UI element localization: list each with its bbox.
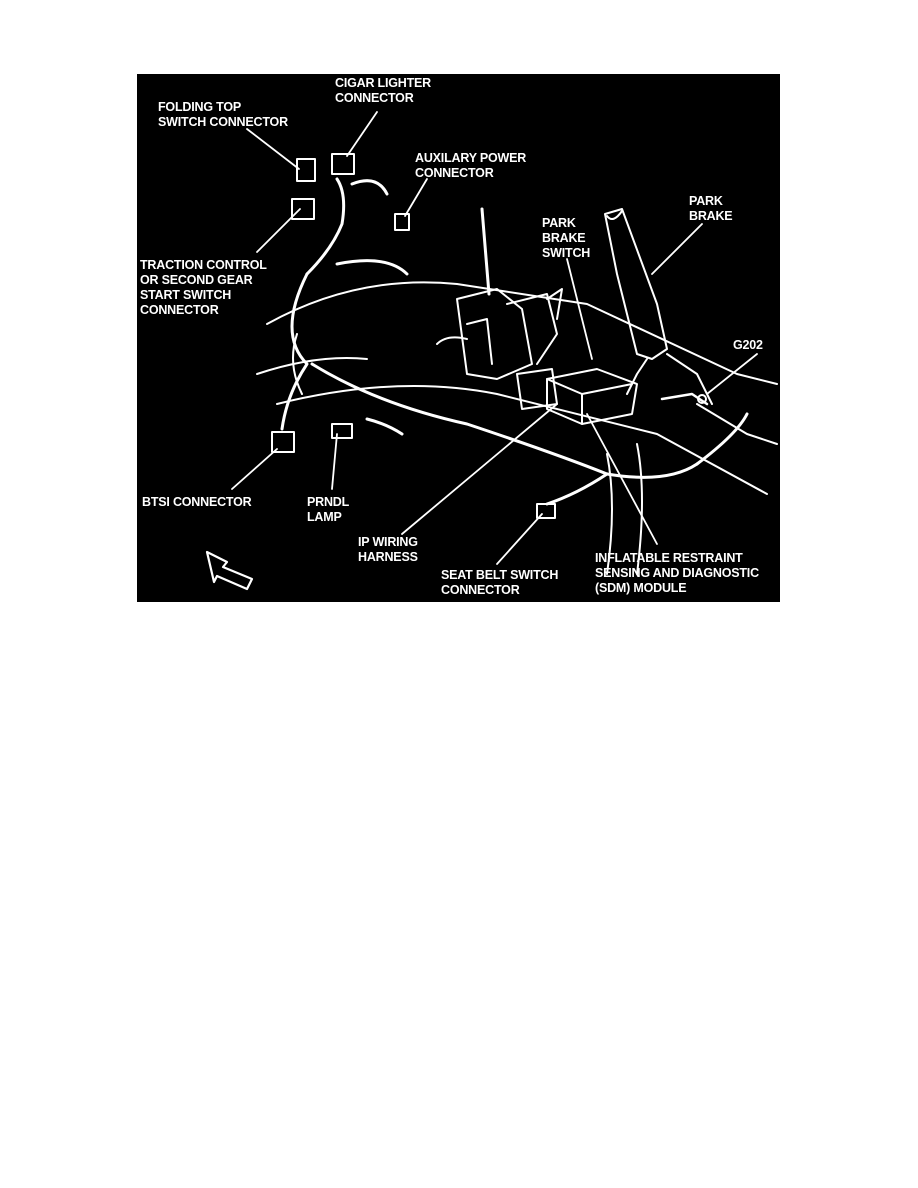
btsi-connector-shape [271,431,295,453]
floor-outline [256,281,778,575]
label-sdm: INFLATABLE RESTRAINT SENSING AND DIAGNOS… [595,551,759,595]
g202-ground-shape [697,394,707,404]
label-park-brake: PARK BRAKE [689,194,733,223]
cigar-lighter-connector-shape [331,153,355,175]
connector-shapes [271,153,707,519]
shifter-assembly [436,207,563,380]
prndl-lamp-shape [331,423,353,439]
leader-lines [231,111,758,565]
label-park-brake-switch: PARK BRAKE SWITCH [542,216,591,260]
folding-top-connector-shape [296,158,316,182]
label-folding-top: FOLDING TOP SWITCH CONNECTOR [158,100,288,129]
diagram-drawing [205,111,778,591]
label-traction-control: TRACTION CONTROL OR SECOND GEAR START SW… [140,258,267,317]
wiring-harness [280,177,749,506]
aux-power-connector-shape [394,213,410,231]
label-prndl: PRNDL LAMP [307,495,350,524]
label-btsi: BTSI CONNECTOR [142,495,252,509]
park-brake-lever [604,208,713,406]
label-seat-belt: SEAT BELT SWITCH CONNECTOR [441,568,559,597]
label-cigar-lighter: CIGAR LIGHTER CONNECTOR [335,76,432,105]
label-g202: G202 [733,338,763,352]
wiring-diagram: CIGAR LIGHTER CONNECTOR FOLDING TOP SWIT… [137,74,780,602]
label-ip-wiring: IP WIRING HARNESS [358,535,418,564]
traction-connector-shape [291,198,315,220]
label-auxiliary-power: AUXILARY POWER CONNECTOR [415,151,527,180]
front-arrow-icon [205,550,254,591]
seat-belt-connector-shape [536,503,556,519]
sdm-module-drawing [516,368,638,425]
